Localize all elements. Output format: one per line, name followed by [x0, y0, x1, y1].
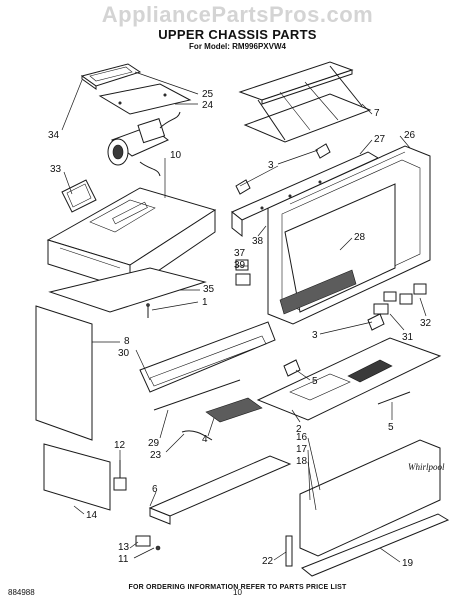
callout-8: 8 [124, 336, 130, 347]
part-25-vent-cover[interactable] [80, 63, 142, 90]
callout-10: 10 [170, 150, 182, 161]
callout-13: 13 [118, 542, 130, 553]
part-31-switch[interactable] [373, 291, 397, 315]
callout-22: 22 [262, 556, 274, 567]
callout-25: 25 [202, 89, 214, 100]
callout-3-upper: 3 [268, 160, 274, 171]
part-7-mounting-frame[interactable] [238, 61, 372, 143]
document-code: 884988 [8, 588, 35, 597]
callout-12: 12 [114, 440, 126, 451]
part-33-insulator[interactable] [61, 179, 97, 213]
callout-4: 4 [202, 434, 208, 445]
callout-38: 38 [252, 236, 264, 247]
leader-lines [61, 71, 427, 563]
callout-27: 27 [374, 134, 386, 145]
part-29-rod[interactable] [153, 379, 241, 411]
callout-24: 24 [202, 100, 214, 111]
part-5-strip[interactable] [377, 391, 411, 405]
part-1-screw[interactable] [146, 303, 150, 319]
part-19-bottom-trim[interactable] [301, 513, 450, 577]
part-13-lens[interactable] [135, 535, 151, 547]
part-28-window-glass[interactable] [279, 183, 396, 315]
callout-14: 14 [86, 510, 98, 521]
callout-35: 35 [203, 284, 215, 295]
page-number: 10 [233, 588, 242, 597]
callout-26: 26 [404, 130, 416, 141]
site-watermark: AppliancePartsPros.com [101, 2, 374, 27]
callout-17: 17 [296, 444, 308, 455]
callout-7: 7 [374, 108, 380, 119]
callout-5-lower: 5 [388, 422, 394, 433]
part-35-baffle[interactable] [48, 267, 207, 313]
callout-28: 28 [354, 232, 366, 243]
part-14-side-bracket[interactable] [43, 443, 111, 511]
part-16-door-panel[interactable]: Whirlpool [299, 439, 445, 557]
part-32-switch[interactable] [399, 283, 427, 305]
callout-29: 29 [148, 438, 160, 449]
callout-2: 2 [296, 424, 302, 435]
ordering-note: FOR ORDERING INFORMATION REFER TO PARTS … [128, 584, 347, 591]
part-2-bottom-plate[interactable] [256, 337, 442, 421]
callout-3-lower: 3 [312, 330, 318, 341]
part-4-grease-filter[interactable] [205, 397, 263, 423]
brand-logo: Whirlpool [408, 462, 445, 472]
page-title: UPPER CHASSIS PARTS [158, 27, 317, 42]
callout-1: 1 [202, 297, 208, 308]
part-27-control-panel[interactable] [231, 151, 380, 238]
part-30-front-grille[interactable] [139, 321, 276, 393]
callout-34: 34 [48, 130, 60, 141]
callout-33: 33 [50, 164, 62, 175]
callout-39: 39 [234, 260, 246, 271]
part-39-hinge[interactable] [235, 273, 251, 286]
callout-16: 16 [296, 432, 308, 443]
callout-19: 19 [402, 558, 414, 569]
callout-32: 32 [420, 318, 432, 329]
part-34-fan-motor[interactable] [107, 111, 181, 177]
callout-30: 30 [118, 348, 130, 359]
part-8-side-panel[interactable] [35, 305, 93, 441]
callout-5-upper: 5 [312, 376, 318, 387]
model-subtitle: For Model: RM996PXVW4 [189, 42, 286, 51]
callout-11: 11 [118, 554, 129, 565]
callout-37: 37 [234, 248, 246, 259]
callout-labels: 25 24 34 10 33 7 27 26 3 38 37 39 28 35 … [48, 89, 432, 569]
part-22-strip[interactable] [285, 535, 293, 567]
part-23-wire[interactable] [181, 430, 213, 441]
callout-31: 31 [402, 332, 414, 343]
part-24-damper-plate[interactable] [98, 83, 192, 115]
part-11-screw[interactable] [155, 545, 161, 551]
part-6-light-housing[interactable] [148, 455, 292, 525]
callout-23: 23 [150, 450, 162, 461]
callout-18: 18 [296, 456, 308, 467]
part-3-clip-upper[interactable] [235, 143, 331, 195]
callout-6: 6 [152, 484, 158, 495]
part-3-clip-lower[interactable] [283, 313, 385, 377]
part-37-bracket[interactable] [235, 259, 249, 271]
part-12-light-socket[interactable] [113, 460, 127, 491]
